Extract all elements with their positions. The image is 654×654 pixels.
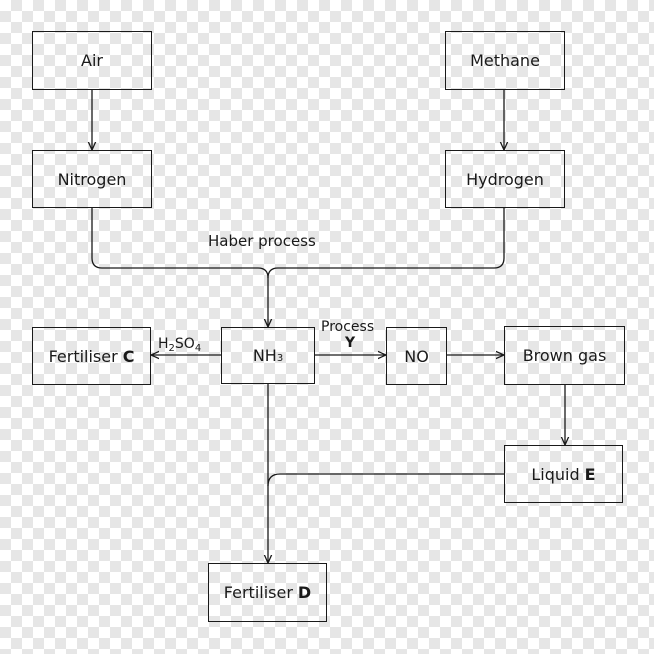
node-liquid-e-text: Liquid [531, 464, 580, 484]
node-air: Air [32, 31, 152, 90]
node-nitrogen-label: Nitrogen [57, 169, 127, 189]
node-ammonia-base: NH [252, 346, 277, 365]
node-fertiliser-c-text: Fertiliser [48, 346, 118, 366]
connector-nitrogen-haber [91, 208, 269, 279]
label-haber-process: Haber process [208, 232, 316, 250]
node-fertiliser-d-letter: D [297, 583, 312, 602]
node-fertiliser-d-text: Fertiliser [223, 583, 293, 602]
node-fertiliser-c-letter: C [122, 346, 135, 366]
node-no-label: NO [404, 346, 429, 366]
acid-so: SO [174, 336, 195, 352]
acid-h: H [158, 336, 169, 352]
label-process: Process [321, 319, 375, 335]
acid-h-sub: 2 [168, 343, 175, 354]
node-air-label: Air [81, 51, 103, 70]
node-brown-gas-label: Brown gas [522, 346, 607, 365]
node-hydrogen: Hydrogen [445, 150, 565, 208]
node-methane-label: Methane [470, 51, 540, 70]
connector-hydrogen-haber [267, 208, 505, 279]
node-brown-gas: Brown gas [504, 326, 625, 385]
label-acid: H2SO4 [158, 336, 202, 354]
node-liquid-e-letter: E [584, 464, 596, 484]
node-nitrogen: Nitrogen [32, 150, 152, 208]
node-ammonia-sub: 3 [276, 353, 284, 364]
connector-liquid-e-merge [267, 473, 504, 487]
node-methane: Methane [445, 31, 565, 90]
acid-so-sub: 4 [194, 343, 202, 354]
label-process-letter: Y [345, 335, 356, 351]
node-hydrogen-label: Hydrogen [466, 169, 544, 189]
node-no: NO [386, 327, 447, 385]
